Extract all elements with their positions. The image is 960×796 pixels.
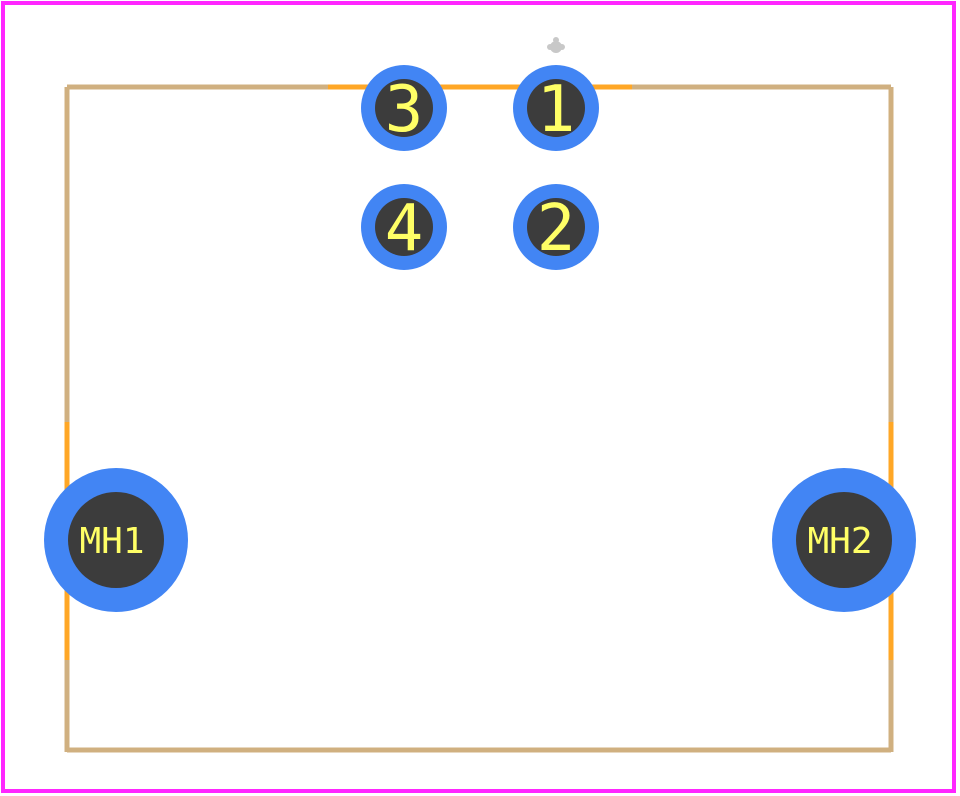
pin1-marker (547, 37, 565, 53)
pad-1[interactable]: 1 (513, 65, 599, 151)
mh2-label: MH2 (807, 521, 872, 562)
pad-4-label: 4 (385, 192, 424, 266)
mounting-hole-mh2[interactable]: MH2 (772, 468, 916, 612)
mh1-label: MH1 (79, 521, 144, 562)
pad-4[interactable]: 4 (361, 184, 447, 270)
pad-2-label: 2 (537, 192, 576, 266)
pad-3[interactable]: 3 (361, 65, 447, 151)
pad-1-label: 1 (537, 73, 576, 147)
fab-outline (64, 84, 894, 660)
mounting-hole-mh1[interactable]: MH1 (44, 468, 188, 612)
pad-2[interactable]: 2 (513, 184, 599, 270)
pad-3-label: 3 (385, 73, 424, 147)
silkscreen-outline (64, 84, 894, 753)
